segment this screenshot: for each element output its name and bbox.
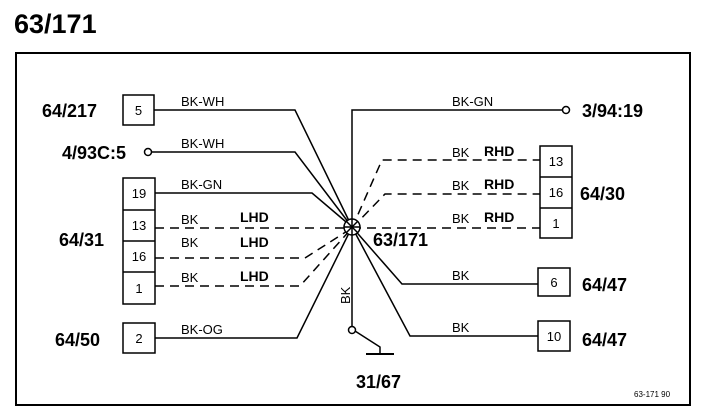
- wire-variant-label: LHD: [240, 234, 269, 250]
- wire-color-label: BK: [452, 178, 470, 193]
- pin-label: 5: [135, 103, 142, 118]
- wire-color-label: BK-WH: [181, 136, 224, 151]
- pin-label: 16: [549, 185, 563, 200]
- pin-label: 10: [547, 329, 561, 344]
- ground-wire-color: BK: [338, 286, 353, 304]
- ground-icon: [347, 325, 394, 355]
- wire-3-94: [351, 109, 562, 227]
- wire-color-label: BK-OG: [181, 322, 223, 337]
- connector-64-217-label: 64/217: [42, 101, 97, 121]
- wire-variant-label: RHD: [484, 209, 514, 225]
- connector-64-47-b: 10: [537, 320, 571, 352]
- connector-64-47-a: 6: [537, 267, 571, 297]
- wire-color-label: BK: [181, 235, 199, 250]
- wire-color-label: BK-WH: [181, 94, 224, 109]
- connector-64-31-label: 64/31: [59, 230, 104, 250]
- wire-variant-label: RHD: [484, 176, 514, 192]
- connector-64-50: 2: [122, 322, 156, 354]
- wire-64-31-16: [155, 227, 353, 259]
- wire-4-93c: [152, 151, 353, 228]
- terminal-icon: [561, 105, 571, 115]
- pin-label: 6: [550, 275, 557, 290]
- connector-64-217: 5: [122, 94, 155, 126]
- wire-64-47-6: [351, 226, 538, 285]
- pin-label: 2: [135, 331, 142, 346]
- wire-color-label: BK: [181, 212, 199, 227]
- pin-label: 19: [132, 186, 146, 201]
- wire-64-30-16: [351, 193, 540, 229]
- terminal-4-93c-label: 4/93C:5: [62, 143, 126, 163]
- dashed-wires: [155, 159, 540, 287]
- connector-64-47-b-label: 64/47: [582, 330, 627, 350]
- ground-label: 31/67: [356, 372, 401, 392]
- page-title: 63/171: [14, 9, 97, 39]
- splice-label: 63/171: [373, 230, 428, 250]
- connector-64-47-a-label: 64/47: [582, 275, 627, 295]
- connector-64-50-label: 64/50: [55, 330, 100, 350]
- pin-label: 13: [132, 218, 146, 233]
- terminal-icon: [143, 147, 153, 157]
- wire-color-label: BK: [452, 268, 470, 283]
- wire-64-47-10: [351, 226, 538, 337]
- wire-color-label: BK: [452, 145, 470, 160]
- wire-variant-label: LHD: [240, 268, 269, 284]
- connector-64-30: 13 16 1: [539, 145, 573, 239]
- terminal-3-94-label: 3/94:19: [582, 101, 643, 121]
- wire-color-label: BK: [181, 270, 199, 285]
- wire-64-217: [154, 109, 353, 228]
- pin-label: 1: [552, 216, 559, 231]
- splice-icon: [343, 218, 361, 236]
- wire-color-label: BK-GN: [452, 94, 493, 109]
- wire-color-label: BK-GN: [181, 177, 222, 192]
- wire-64-31-1: [155, 227, 353, 287]
- wire-variant-label: RHD: [484, 143, 514, 159]
- wires: [152, 109, 562, 339]
- wire-64-50: [155, 226, 353, 339]
- connector-64-30-label: 64/30: [580, 184, 625, 204]
- connector-64-31: 19 13 16 1: [122, 177, 156, 305]
- wire-64-31-19: [155, 192, 353, 228]
- pin-label: 13: [549, 154, 563, 169]
- figure-ref: 63-171 90: [634, 390, 671, 399]
- pin-label: 1: [135, 281, 142, 296]
- wire-color-label: BK: [452, 211, 470, 226]
- wire-color-label: BK: [452, 320, 470, 335]
- diagram-frame: [15, 52, 691, 406]
- wire-variant-label: LHD: [240, 209, 269, 225]
- pin-label: 16: [132, 249, 146, 264]
